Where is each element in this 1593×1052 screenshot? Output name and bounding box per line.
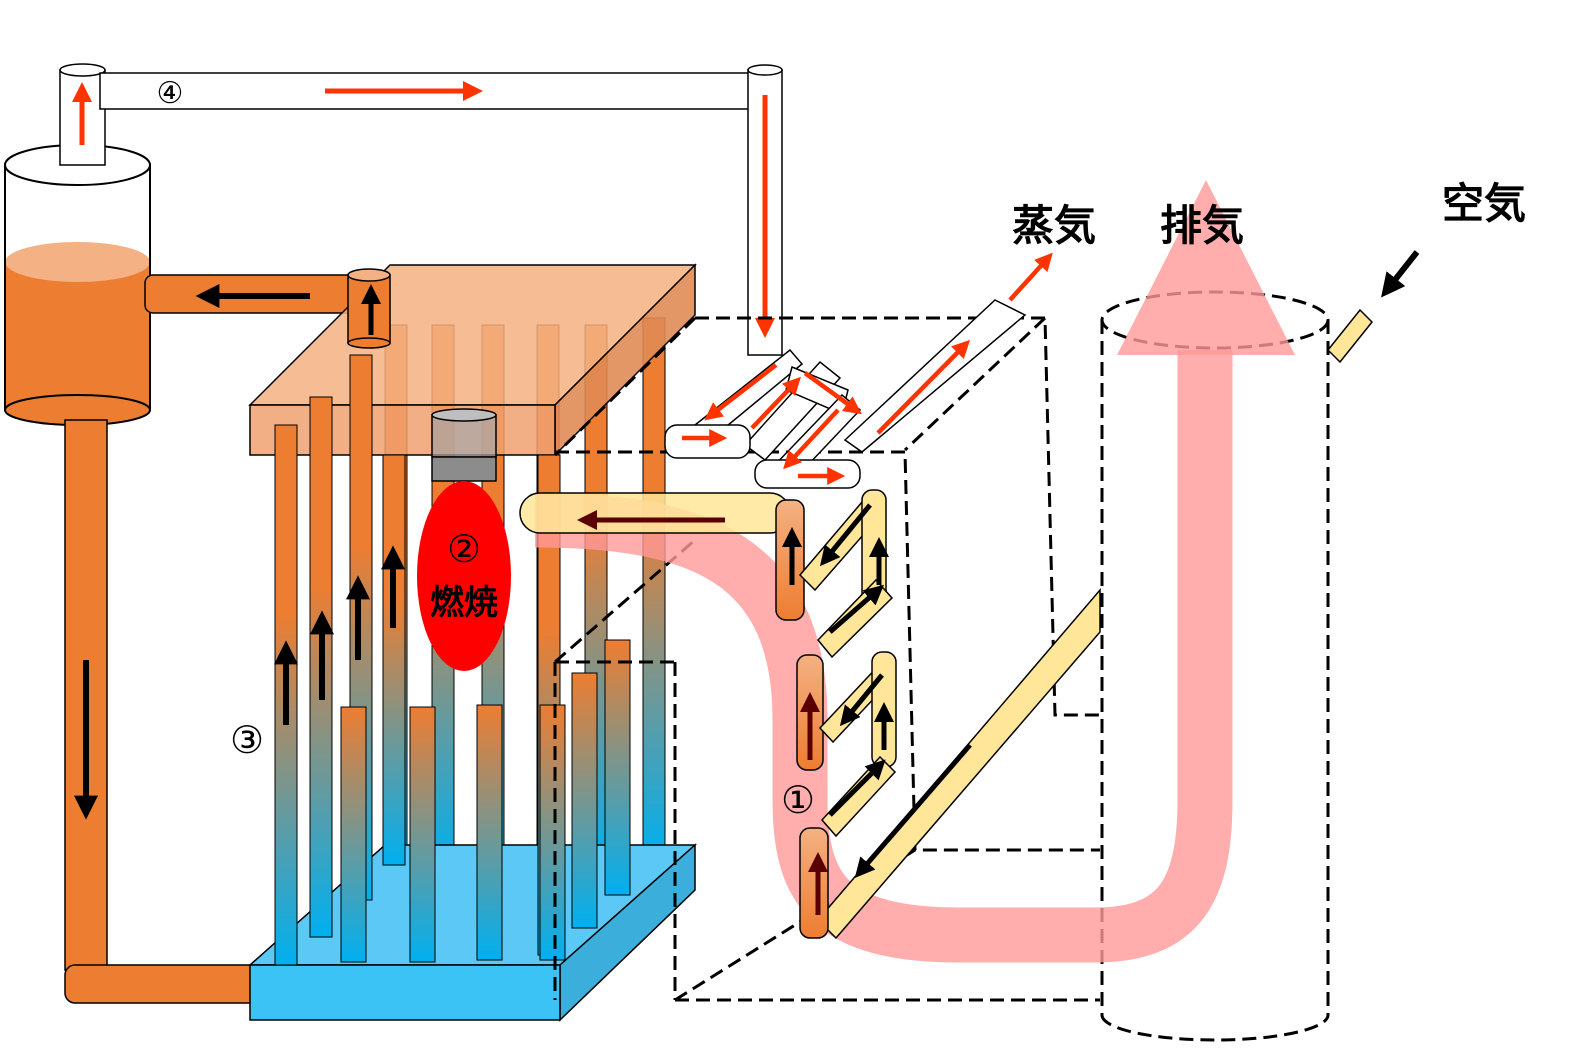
- superheater: [664, 299, 1027, 489]
- steam-label: 蒸気: [1012, 201, 1096, 250]
- downcomer-pipe: [64, 419, 274, 1004]
- economizer-arrows: [577, 503, 972, 915]
- marker-4: ④: [157, 76, 184, 111]
- steam-drum: [4, 144, 151, 426]
- flame: [417, 481, 511, 671]
- superheater-arrows: [682, 252, 1053, 485]
- tube-flow-arrows: [274, 545, 405, 725]
- air-label: 空気: [1442, 179, 1526, 228]
- water-tubes-short: [340, 639, 631, 963]
- air-arrow: [1381, 250, 1420, 298]
- marker-1: ①: [781, 778, 815, 822]
- combustion-label: 燃焼: [430, 583, 498, 623]
- marker-3: ③: [230, 718, 264, 762]
- burner: [431, 408, 497, 482]
- air-intake-pipe: [816, 308, 1374, 940]
- marker-2: ②: [447, 527, 481, 571]
- exhaust-label: 排気: [1160, 201, 1244, 250]
